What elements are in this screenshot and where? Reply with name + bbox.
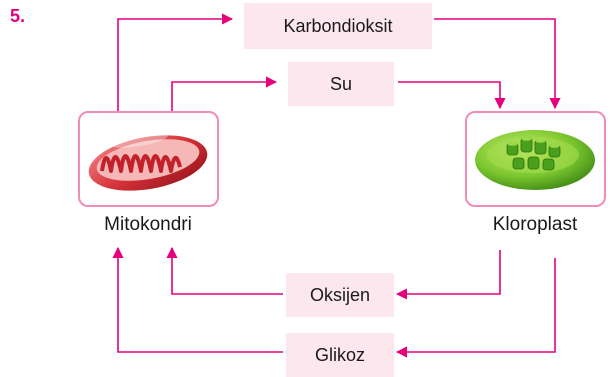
chloroplast-frame [465, 111, 606, 207]
arrow-glucose-to-mitochondrion [112, 246, 283, 353]
arrow-oxygen-to-mitochondrion [166, 246, 283, 295]
arrow-co2-to-chloroplast [434, 18, 561, 110]
arrow-water-from-mitochondrion [171, 76, 278, 111]
arrow-co2-from-mitochondrion [117, 13, 234, 111]
glucose-box: Glikoz [286, 333, 394, 377]
arrow-water-to-chloroplast [398, 81, 506, 110]
water-box: Su [288, 62, 394, 106]
chloroplast-illustration [475, 130, 595, 190]
mitochondrion-label: Mitokondri [104, 214, 192, 235]
arrow-oxygen-from-chloroplast [395, 250, 501, 300]
carbon-dioxide-box: Karbondioksit [244, 3, 432, 49]
chloroplast-label: Kloroplast [492, 214, 578, 235]
arrow-glucose-from-chloroplast [395, 258, 556, 358]
oxygen-box: Oksijen [286, 273, 394, 317]
mitochondrion-illustration [88, 134, 208, 191]
mitochondrion-frame [78, 111, 219, 207]
question-number: 5. [10, 6, 26, 26]
